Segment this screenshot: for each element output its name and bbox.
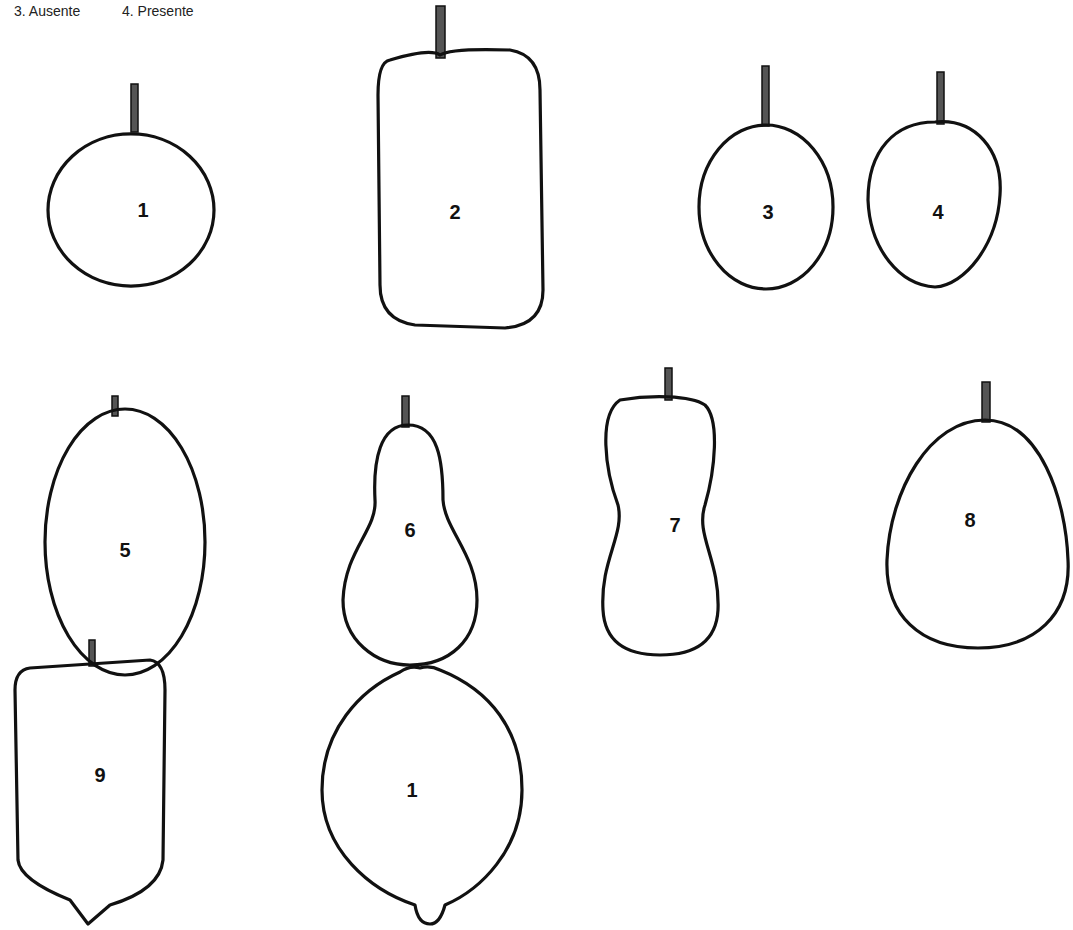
stem: [436, 6, 445, 58]
fruit-shape: [882, 415, 1070, 653]
fruit-contour: [322, 667, 522, 924]
fruit-shape: [596, 392, 722, 660]
fruit-contour: [48, 134, 214, 286]
fruit-contour: [699, 125, 833, 289]
stem: [402, 396, 409, 427]
fruit-outline: 5: [41, 405, 209, 679]
callout-number: 1: [406, 779, 417, 802]
fruit-contour: [887, 420, 1068, 648]
callout-number: 9: [94, 764, 105, 787]
fruit-contour: [45, 409, 205, 675]
callout-number: 4: [932, 201, 943, 224]
fruit-outline: 1: [318, 662, 526, 928]
callout-number: 5: [119, 539, 130, 562]
fruit-outline: 9: [11, 655, 169, 927]
callout-number: 7: [669, 514, 680, 537]
fruit-shape: [44, 130, 220, 292]
callout-number: 3: [762, 201, 773, 224]
fruit-outline: 6: [338, 420, 482, 670]
fruit-shape: [11, 655, 169, 927]
fruit-outline: 1: [44, 130, 220, 292]
stem: [762, 66, 769, 126]
stem: [112, 396, 118, 416]
fruit-outline: 4: [864, 116, 1006, 292]
callout-number: 6: [404, 519, 415, 542]
callout-number: 1: [137, 199, 148, 222]
stem: [131, 84, 138, 132]
callout-number: 2: [449, 201, 460, 224]
fruit-contour: [868, 122, 1000, 287]
fruit-shape: [318, 662, 526, 928]
fruit-outline: 2: [374, 44, 548, 334]
stem: [937, 72, 944, 124]
fruit-outline: 3: [695, 121, 837, 293]
fruit-outline: 8: [882, 415, 1070, 653]
stem: [982, 382, 990, 422]
legend-note: 3. Ausente: [14, 3, 80, 19]
fruit-contour: [603, 397, 718, 655]
fruit-shape: [374, 44, 548, 334]
legend-note: 4. Presente: [122, 3, 194, 19]
fruit-contour: [378, 50, 543, 328]
callout-number: 8: [964, 509, 975, 532]
fruit-contour: [343, 425, 477, 665]
fruit-outline: 7: [596, 392, 722, 660]
stem: [665, 368, 672, 400]
fruit-contour: [15, 660, 165, 924]
fruit-shape: [338, 420, 482, 670]
